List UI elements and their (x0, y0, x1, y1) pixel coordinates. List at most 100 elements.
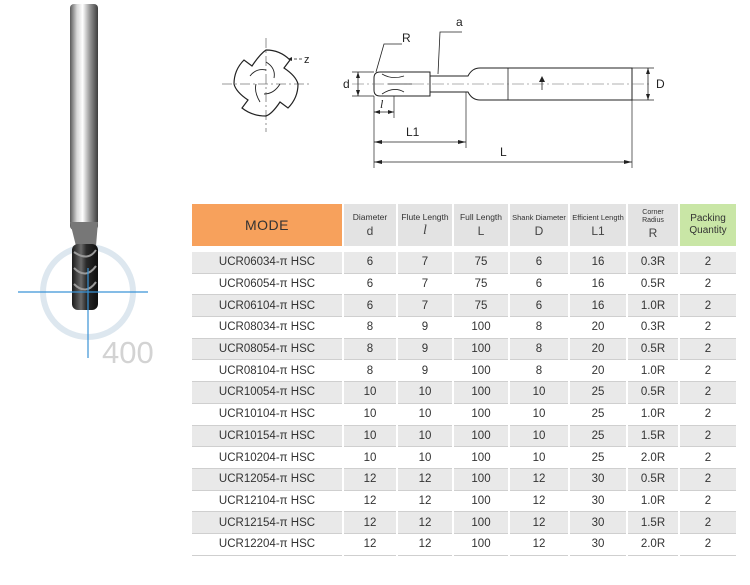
cell-mode: UCR06034-π HSC (192, 252, 342, 274)
cell-packing-quantity: 2 (680, 425, 736, 448)
cell-flute-length: 10 (398, 447, 452, 469)
cell-shank-diameter: 10 (510, 382, 568, 404)
cell-full-length: 100 (454, 425, 508, 448)
cell-packing-quantity: 2 (680, 317, 736, 339)
tool-neck (70, 222, 98, 246)
cell-corner-radius: 0.5R (628, 338, 678, 361)
cell-corner-radius: 0.5R (628, 468, 678, 491)
cell-mode: UCR08104-π HSC (192, 360, 342, 383)
cell-full-length: 100 (454, 534, 508, 556)
cell-corner-radius: 2.0R (628, 447, 678, 469)
cell-full-length: 100 (454, 404, 508, 426)
header-efficient-length: Efficient Length L1 (570, 204, 626, 246)
cell-flute-length: 10 (398, 382, 452, 404)
cell-corner-radius: 0.3R (628, 252, 678, 274)
side-view-diagram: R a d l L1 L D (343, 15, 665, 168)
label-d: d (343, 77, 350, 91)
cell-flute-length: 12 (398, 468, 452, 491)
cell-diameter: 12 (344, 512, 396, 534)
cell-diameter: 6 (344, 295, 396, 318)
cell-flute-length: 9 (398, 360, 452, 383)
cell-mode: UCR06054-π HSC (192, 274, 342, 296)
cell-flute-length: 7 (398, 295, 452, 318)
cell-efficient-length: 25 (570, 404, 626, 426)
cell-diameter: 6 (344, 252, 396, 274)
cell-full-length: 100 (454, 317, 508, 339)
header-corner-radius: Corner Radius R (628, 204, 678, 246)
cell-mode: UCR12154-π HSC (192, 512, 342, 534)
cell-diameter: 10 (344, 425, 396, 448)
cell-flute-length: 10 (398, 404, 452, 426)
cell-full-length: 100 (454, 382, 508, 404)
cell-efficient-length: 20 (570, 360, 626, 383)
cell-mode: UCR10154-π HSC (192, 425, 342, 448)
cell-flute-length: 9 (398, 317, 452, 339)
tool-shank (70, 4, 98, 230)
cell-mode: UCR08054-π HSC (192, 338, 342, 361)
label-D: D (656, 77, 665, 91)
end-view-diagram: z (222, 38, 310, 132)
cell-mode: UCR12204-π HSC (192, 534, 342, 556)
cell-corner-radius: 1.0R (628, 404, 678, 426)
cell-efficient-length: 30 (570, 534, 626, 556)
cell-full-length: 75 (454, 252, 508, 274)
cell-packing-quantity: 2 (680, 295, 736, 318)
header-shank-diameter: Shank Diameter D (510, 204, 568, 246)
cell-diameter: 8 (344, 317, 396, 339)
cell-shank-diameter: 8 (510, 338, 568, 361)
header-full-length: Full Length L (454, 204, 508, 246)
cell-shank-diameter: 12 (510, 534, 568, 556)
cell-corner-radius: 0.5R (628, 274, 678, 296)
cell-flute-length: 12 (398, 534, 452, 556)
cell-diameter: 10 (344, 447, 396, 469)
cell-flute-length: 9 (398, 338, 452, 361)
cell-flute-length: 7 (398, 252, 452, 274)
cell-full-length: 100 (454, 468, 508, 491)
cell-full-length: 100 (454, 491, 508, 513)
cell-mode: UCR08034-π HSC (192, 317, 342, 339)
cell-diameter: 10 (344, 404, 396, 426)
cell-corner-radius: 1.0R (628, 491, 678, 513)
cell-full-length: 100 (454, 447, 508, 469)
leader-a (437, 31, 462, 75)
cell-efficient-length: 20 (570, 317, 626, 339)
cell-diameter: 12 (344, 534, 396, 556)
cell-packing-quantity: 2 (680, 360, 736, 383)
cell-full-length: 100 (454, 360, 508, 383)
label-L: L (500, 145, 507, 159)
cell-flute-length: 12 (398, 512, 452, 534)
label-z: z (304, 54, 310, 66)
cell-efficient-length: 20 (570, 338, 626, 361)
cell-full-length: 75 (454, 295, 508, 318)
cell-flute-length: 7 (398, 274, 452, 296)
header-mode: MODE (192, 204, 342, 246)
cell-packing-quantity: 2 (680, 274, 736, 296)
cell-efficient-length: 16 (570, 274, 626, 296)
cell-corner-radius: 1.5R (628, 512, 678, 534)
tool-outline (373, 67, 633, 101)
cell-packing-quantity: 2 (680, 491, 736, 513)
tool-cutting-head (72, 244, 98, 310)
cell-corner-radius: 0.3R (628, 317, 678, 339)
cell-mode: UCR10054-π HSC (192, 382, 342, 404)
cross-section-outline (233, 49, 299, 117)
cell-shank-diameter: 10 (510, 447, 568, 469)
cell-mode: UCR12054-π HSC (192, 468, 342, 491)
cell-shank-diameter: 12 (510, 468, 568, 491)
cell-mode: UCR10104-π HSC (192, 404, 342, 426)
cell-efficient-length: 16 (570, 252, 626, 274)
tool-flute (73, 249, 97, 291)
cell-shank-diameter: 6 (510, 295, 568, 318)
cell-efficient-length: 25 (570, 425, 626, 448)
